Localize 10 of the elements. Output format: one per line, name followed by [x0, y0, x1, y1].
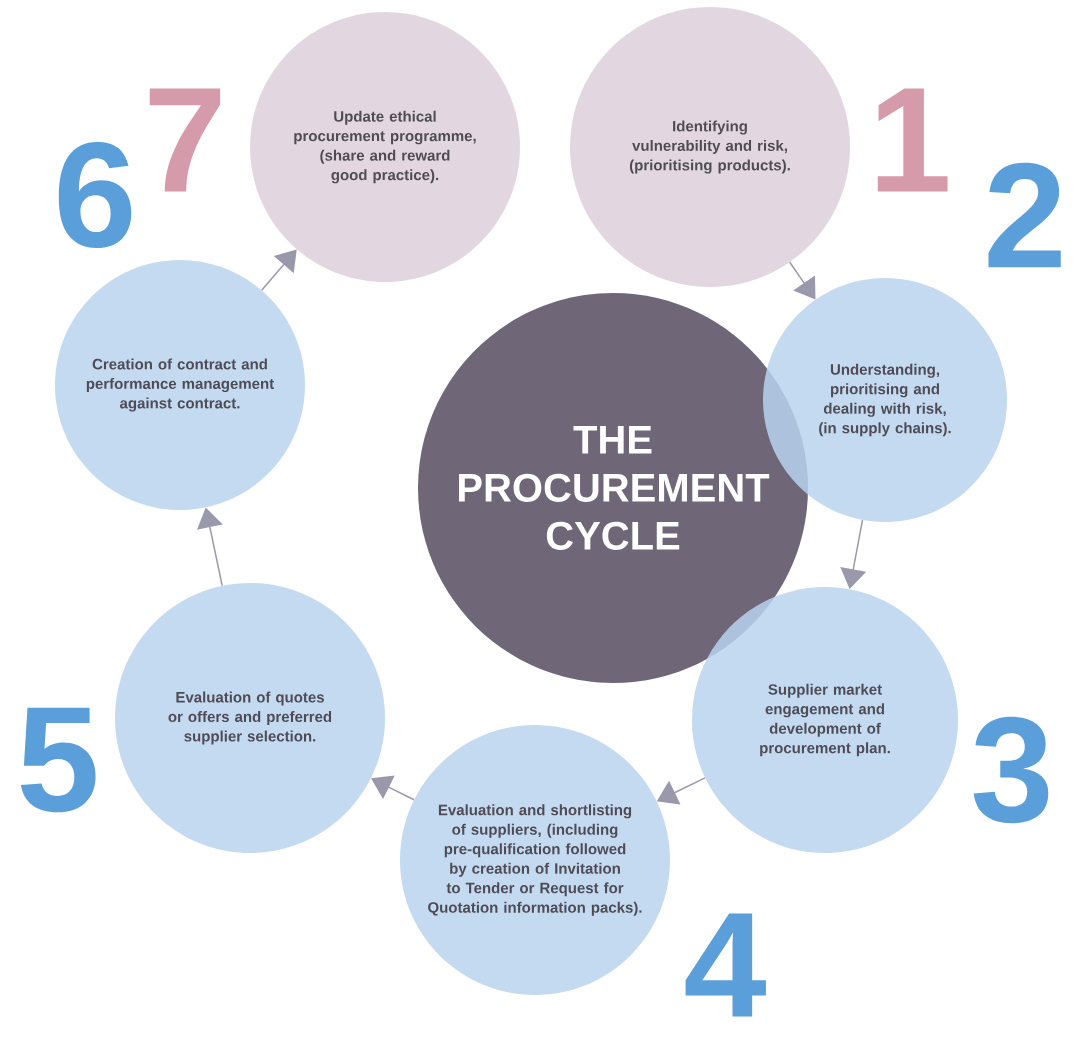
step-number: 2	[988, 162, 1061, 268]
step-number: 3	[973, 716, 1049, 824]
arrow	[260, 249, 297, 291]
step-number: 7	[149, 88, 221, 192]
step-number: 6	[58, 141, 132, 249]
step-number: 4	[685, 913, 766, 1017]
arrow	[789, 261, 816, 300]
step-number: 1	[877, 88, 948, 192]
arrow	[371, 775, 415, 801]
step-number: 5	[20, 707, 96, 813]
